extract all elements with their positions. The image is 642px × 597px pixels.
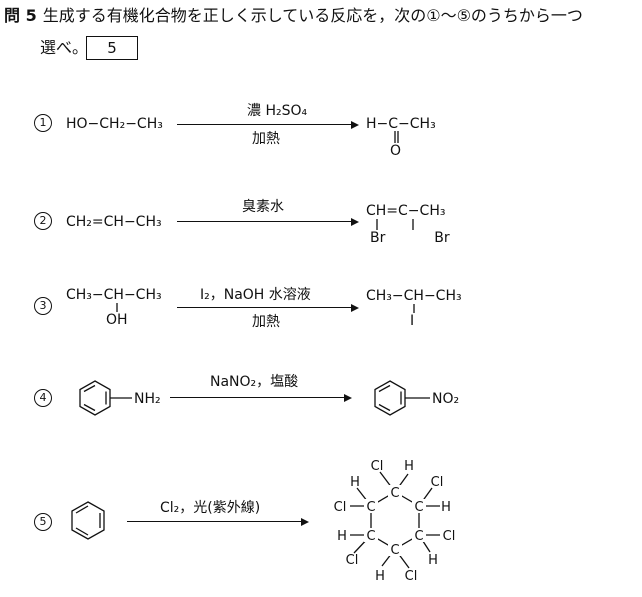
ring-substituent-cl-4: Cl: [405, 569, 418, 584]
option-5-arrow: [127, 517, 309, 526]
ring-substituent-h-2: H: [441, 500, 451, 515]
ring-substituent-cl-6: Cl: [334, 500, 347, 515]
ring-substituent-h-5: H: [337, 529, 347, 544]
option-2-conditions-above: 臭素水: [242, 199, 284, 215]
option-4-marker: 4: [34, 389, 52, 407]
option-3-reactant: CH₃−CH−CH₃: [66, 287, 162, 303]
ring-substituent-h-3: H: [428, 553, 438, 568]
ring-carbon-5: C: [366, 529, 375, 544]
option-2-reactant: CH₂=CH−CH₃: [66, 214, 162, 230]
option-3-arrow: [177, 303, 359, 312]
option-4-aniline-ring: [79, 380, 132, 416]
ring-substituent-cl-5: Cl: [346, 553, 359, 568]
option-3-conditions-below: 加熱: [252, 314, 280, 330]
option-4-reactant-amino: NH₂: [134, 391, 161, 407]
option-2-product: CH=C−CH₃: [366, 203, 446, 219]
option-2-product-substituents: Br Br: [370, 230, 450, 246]
option-1-product: H−C−CH₃: [366, 116, 436, 132]
question-line-2: 選べ。: [40, 38, 88, 58]
option-1-marker: 1: [34, 114, 52, 132]
option-3-marker: 3: [34, 297, 52, 315]
option-5-conditions-above: Cl₂，光(紫外線): [160, 500, 261, 516]
ring-substituent-h-4: H: [375, 569, 385, 584]
option-1-product-oxygen: O: [390, 143, 402, 159]
option-1-reactant: HO−CH₂−CH₃: [66, 116, 163, 132]
ring-carbon-6: C: [366, 500, 375, 515]
option-3-product-iodine: I: [410, 313, 415, 329]
option-3-product: CH₃−CH−CH₃: [366, 288, 462, 304]
option-5-marker: 5: [34, 513, 52, 531]
ring-substituent-cl-3: Cl: [443, 529, 456, 544]
option-2-marker: 2: [34, 212, 52, 230]
question-number: 問 5: [4, 6, 37, 25]
ring-carbon-3: C: [414, 529, 423, 544]
ring-substituent-cl-1: Cl: [371, 459, 384, 474]
option-2-arrow: [177, 217, 359, 226]
option-4-arrow: [170, 393, 352, 402]
ring-carbon-2: C: [414, 500, 423, 515]
ring-substituent-h-1: H: [404, 459, 414, 474]
question-text-2: 選べ。: [40, 38, 89, 57]
option-1-arrow: [177, 120, 359, 129]
option-3-conditions-above: I₂，NaOH 水溶液: [200, 287, 311, 303]
option-1-conditions-below: 加熱: [252, 131, 280, 147]
question-line-1: 問 5 生成する有機化合物を正しく示している反応を，次の①～⑤のうちから一つ: [4, 6, 583, 26]
ring-substituent-h-6: H: [350, 475, 360, 490]
option-4-conditions-above: NaNO₂，塩酸: [210, 374, 299, 390]
option-1-conditions-above: 濃 H₂SO₄: [247, 103, 308, 119]
answer-box[interactable]: 5: [86, 36, 138, 60]
question-text: 生成する有機化合物を正しく示している反応を，次の①～⑤のうちから一つ: [42, 6, 583, 25]
option-5-benzene-ring: [71, 501, 105, 540]
option-3-reactant-hydroxyl: OH: [106, 312, 128, 328]
ring-carbon-4: C: [390, 543, 399, 558]
option-4-product-nitro: NO₂: [432, 391, 460, 407]
ring-carbon-1: C: [390, 486, 399, 501]
option-5-product-atoms: C C C C C C Cl H Cl H Cl H Cl H Cl H Cl …: [334, 459, 456, 584]
option-4-nitrobenzene-ring: [374, 380, 430, 416]
ring-substituent-cl-2: Cl: [431, 475, 444, 490]
